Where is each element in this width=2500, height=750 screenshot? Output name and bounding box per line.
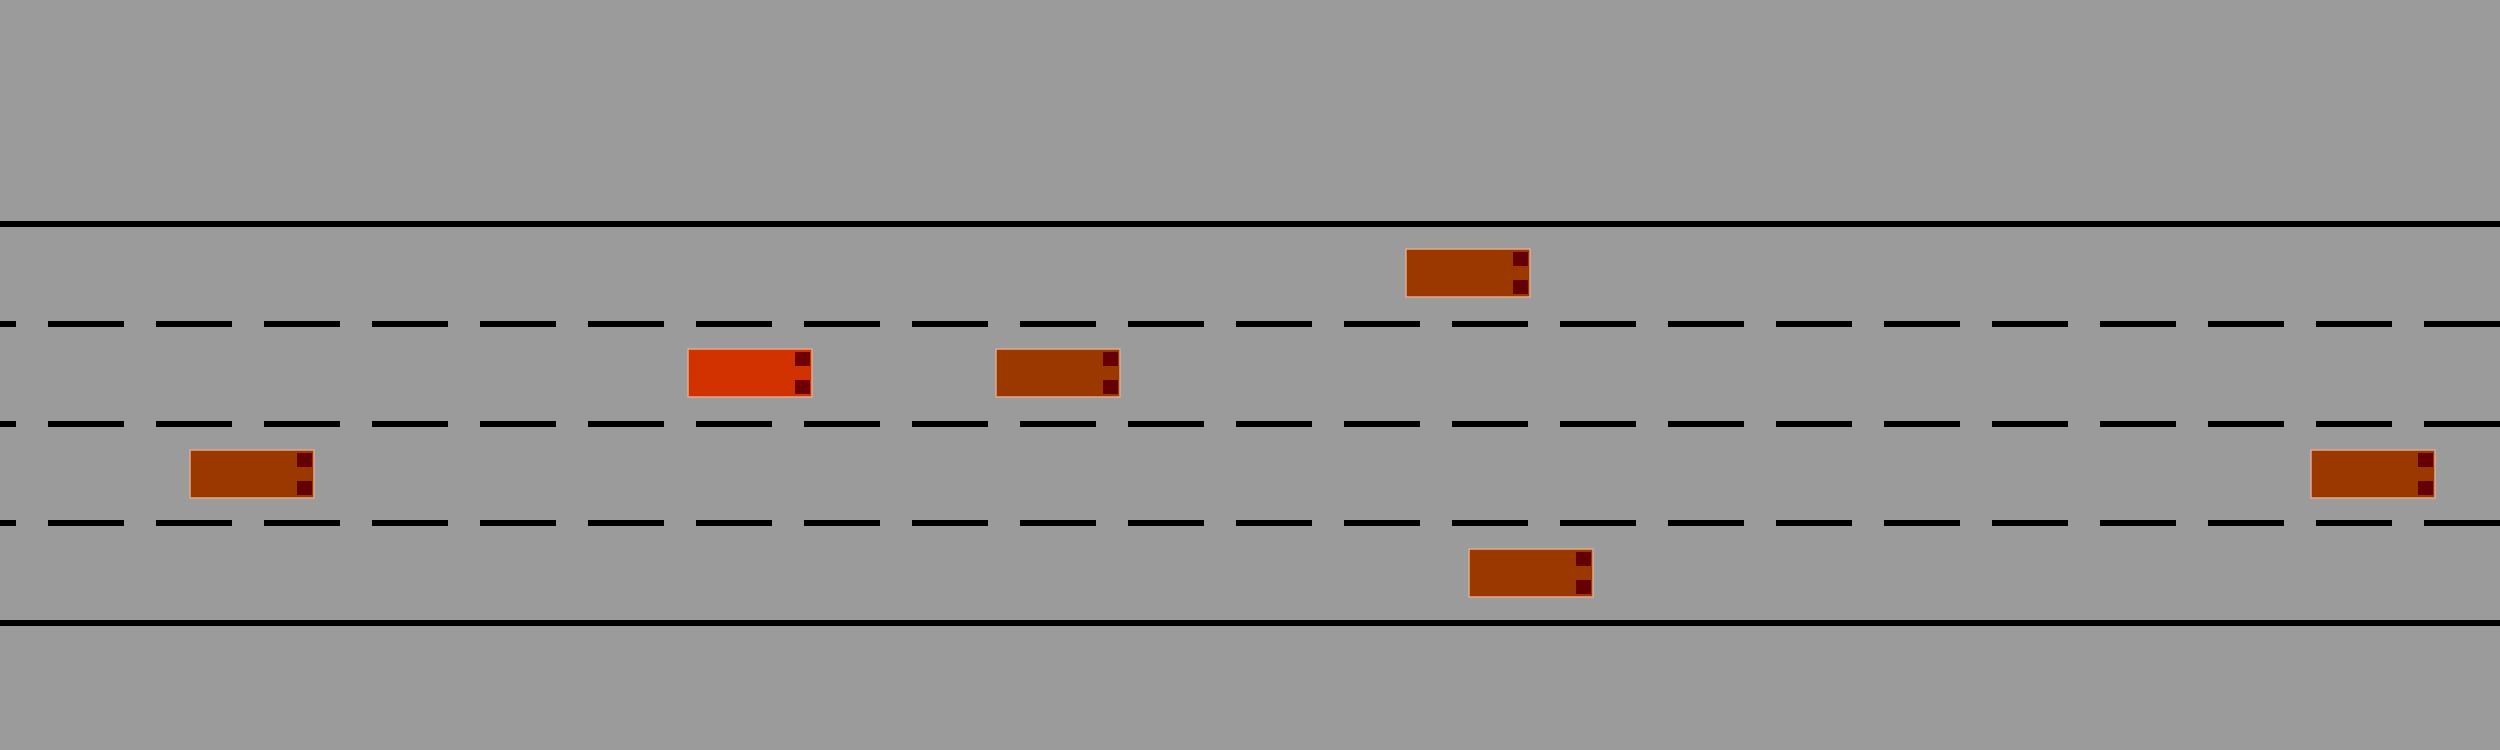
- traffic-vehicle: [1405, 248, 1531, 298]
- vehicle-front-light-left: [795, 352, 810, 366]
- vehicle-front-light-left: [1103, 352, 1118, 366]
- ego-vehicle: [687, 348, 813, 398]
- vehicles-layer: [189, 248, 2436, 598]
- vehicle-front-light-right: [1103, 380, 1118, 394]
- vehicle-front-light-right: [1513, 280, 1528, 294]
- vehicle-front-light-left: [297, 453, 312, 467]
- vehicle-front-light-left: [2418, 453, 2433, 467]
- traffic-vehicle: [1468, 548, 1594, 598]
- traffic-vehicle: [189, 449, 315, 499]
- vehicle-body: [995, 348, 1121, 398]
- vehicle-body: [1405, 248, 1531, 298]
- traffic-vehicle: [2310, 449, 2436, 499]
- vehicle-front-light-left: [1576, 552, 1591, 566]
- vehicle-body: [189, 449, 315, 499]
- vehicle-body: [2310, 449, 2436, 499]
- vehicle-front-light-right: [2418, 481, 2433, 495]
- vehicle-front-light-right: [1576, 580, 1591, 594]
- vehicle-front-light-right: [297, 481, 312, 495]
- vehicle-body: [1468, 548, 1594, 598]
- traffic-vehicle: [995, 348, 1121, 398]
- vehicle-front-light-left: [1513, 252, 1528, 266]
- vehicle-body: [687, 348, 813, 398]
- vehicle-front-light-right: [795, 380, 810, 394]
